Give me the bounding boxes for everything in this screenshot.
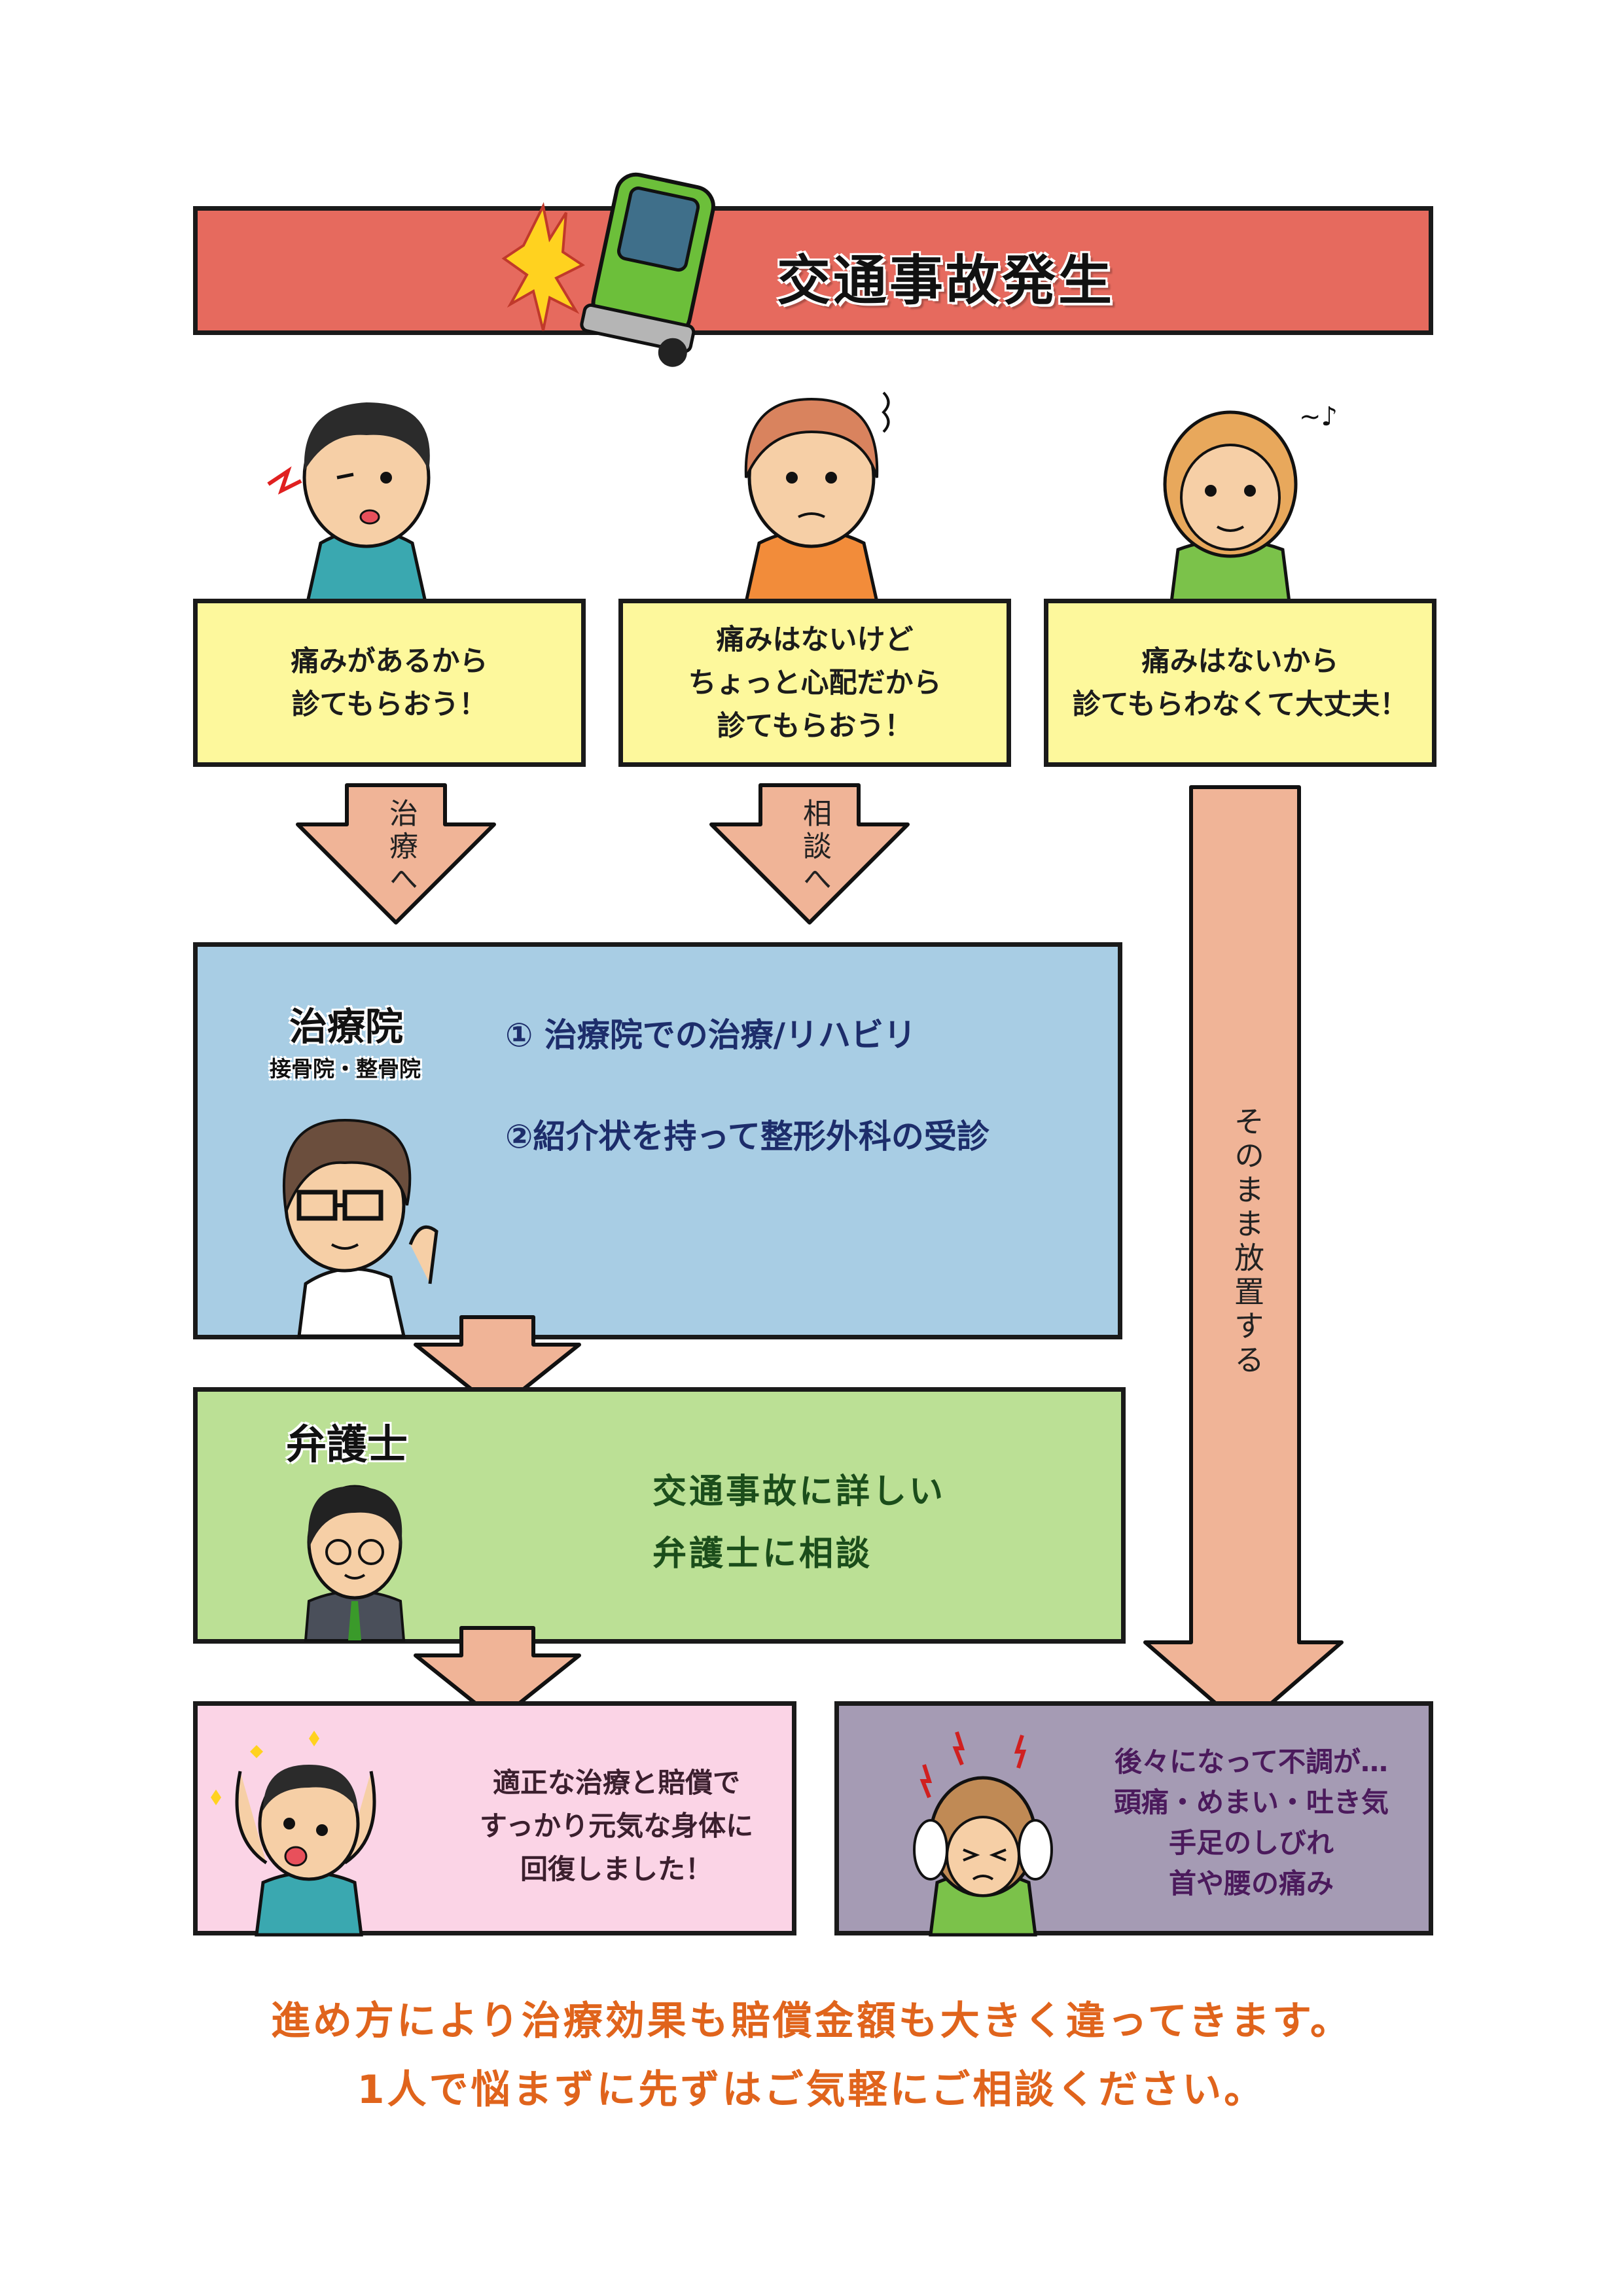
arrow-label-neglect: そのまま放置する xyxy=(1230,1106,1265,1378)
accident-header-bar: 交通事故発生 xyxy=(193,206,1433,335)
arrow-label-consult: 相談へ xyxy=(798,798,831,896)
crashed-car-icon xyxy=(501,172,715,367)
footer-line-1: 進め方により治療効果も賠償金額も大きく違ってきます。 xyxy=(271,1998,1352,2044)
choice-box-worried: 痛みはないけど ちょっと心配だから 診てもらおう！ xyxy=(618,599,1011,767)
lawyer-line-2: 弁護士に相談 xyxy=(652,1534,873,1574)
character-lawyer xyxy=(304,1485,406,1642)
arrow-to-treatment xyxy=(296,783,496,925)
choice-box-pain: 痛みがあるから 診てもらおう！ xyxy=(193,599,586,767)
outcome-recovered-box: 適正な治療と賠償で すっかり元気な身体に 回復しました！ xyxy=(193,1701,796,1937)
arrow-label-treatment: 治療へ xyxy=(384,798,418,896)
outcome-good-line-1: 適正な治療と賠償で xyxy=(492,1767,740,1799)
choice-box-no-pain: 痛みはないから 診てもらわなくて大丈夫！ xyxy=(1044,599,1436,767)
lawyer-title: 弁護士 xyxy=(286,1421,408,1468)
character-happy-man xyxy=(211,1731,376,1937)
clinic-title: 治療院 xyxy=(289,1004,404,1049)
choice-text: 痛みはないけど xyxy=(716,623,914,656)
outcome-good-line-3: 回復しました！ xyxy=(520,1853,713,1885)
clinic-item-2: ②紹介状を持って整形外科の受診 xyxy=(505,1118,990,1156)
clinic-box: 治療院 接骨院・整骨院 ① 治療院での治療/リハビリ ②紹介状を持って整形外科の… xyxy=(193,942,1122,1339)
lawyer-line-1: 交通事故に詳しい xyxy=(652,1472,946,1511)
footer-line-2: 1人で悩まずに先ずはご気軽にご相談ください。 xyxy=(357,2067,1266,2113)
character-man-neck-pain xyxy=(267,402,431,604)
accident-title: 交通事故発生 xyxy=(777,250,1115,312)
clinic-subtitle: 接骨院・整骨院 xyxy=(270,1056,421,1082)
svg-text:~♪: ~♪ xyxy=(1299,402,1338,432)
arrow-neglect xyxy=(1143,785,1344,1729)
outcome-bad-line-1: 後々になって不調が… xyxy=(1115,1746,1388,1778)
outcome-good-line-2: すっかり元気な身体に xyxy=(479,1810,754,1842)
choice-text: 診てもらおう！ xyxy=(291,688,488,721)
arrow-to-recovery xyxy=(414,1626,581,1723)
choice-text: 診てもらわなくて大丈夫！ xyxy=(1072,688,1408,721)
character-headache-woman xyxy=(913,1731,1053,1937)
lawyer-box: 弁護士 交通事故に詳しい 弁護士に相談 xyxy=(193,1387,1126,1644)
outcome-bad-line-4: 首や腰の痛み xyxy=(1168,1867,1334,1899)
outcome-bad-line-3: 手足のしびれ xyxy=(1168,1827,1334,1859)
choice-text: 痛みがあるから xyxy=(291,645,488,678)
clinic-item-1: ① 治療院での治療/リハビリ xyxy=(505,1016,917,1054)
choice-text: ちょっと心配だから xyxy=(688,666,942,699)
character-woman-worried xyxy=(743,391,890,604)
character-therapist xyxy=(282,1118,438,1338)
character-woman-humming: ~♪ xyxy=(1163,402,1338,604)
arrow-to-consult xyxy=(709,783,910,925)
outcome-bad-line-2: 頭痛・めまい・吐き気 xyxy=(1113,1786,1389,1818)
outcome-symptoms-box: 後々になって不調が… 頭痛・めまい・吐き気 手足のしびれ 首や腰の痛み xyxy=(834,1701,1433,1937)
choice-text: 診てもらおう！ xyxy=(717,709,913,743)
choice-text: 痛みはないから xyxy=(1141,645,1339,678)
arrow-to-lawyer xyxy=(414,1315,581,1412)
